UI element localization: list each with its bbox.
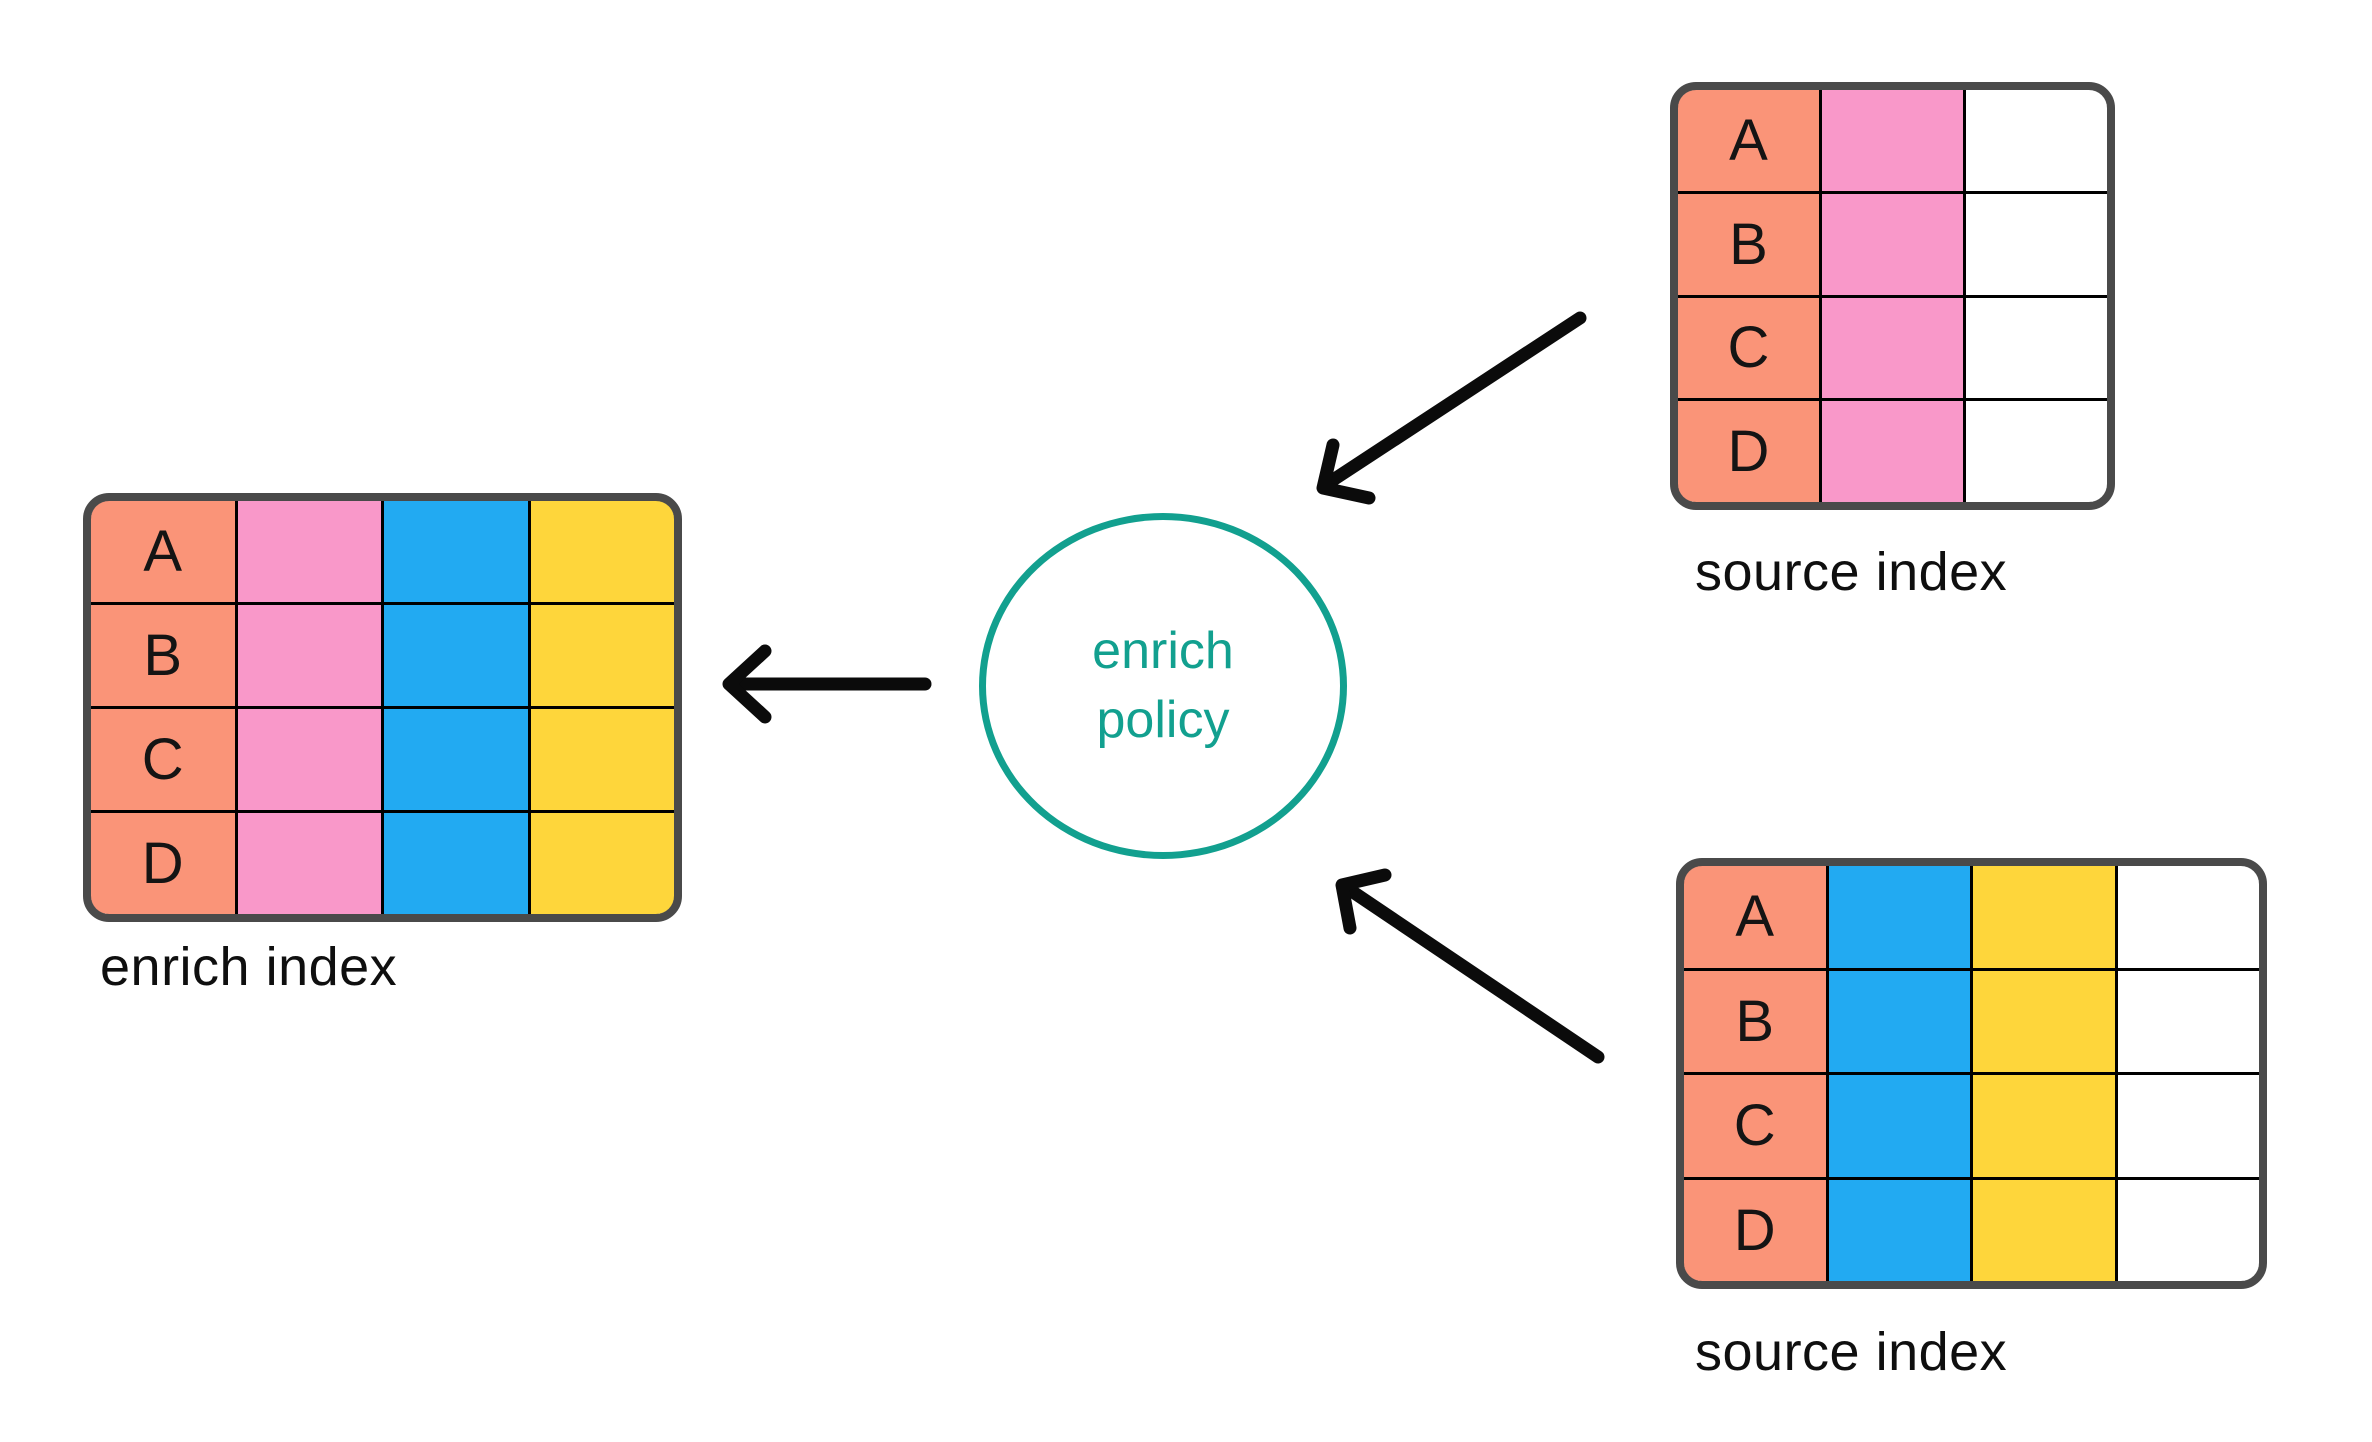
- enrich-index-label: enrich index: [100, 937, 398, 997]
- table-cell: [530, 605, 674, 706]
- table-cell: [237, 813, 381, 914]
- table-cell-row-label: C: [1678, 297, 1819, 399]
- table-cell: [1966, 193, 2107, 295]
- row-label: B: [1729, 211, 1768, 277]
- table-cell: [1973, 1179, 2115, 1281]
- table-cell: [1966, 297, 2107, 399]
- table-cell: [1822, 297, 1963, 399]
- arrow-source-bottom-to-policy: [1335, 868, 1605, 1064]
- enrich-index-grid: A B C D: [91, 501, 674, 914]
- table-cell: [530, 709, 674, 810]
- enrich-policy-node: enrich policy: [979, 513, 1347, 859]
- table-cell: [1828, 866, 1970, 968]
- table-cell: [1973, 1075, 2115, 1177]
- table-cell: [2117, 970, 2259, 1072]
- source-index-bottom-label: source index: [1695, 1322, 2008, 1382]
- table-cell: [1828, 1075, 1970, 1177]
- table-cell-row-label: B: [91, 605, 235, 706]
- table-cell: [1828, 1179, 1970, 1281]
- source-index-top-table: A B C D: [1670, 82, 2115, 510]
- arrowhead-up-left-icon: [1335, 868, 1392, 935]
- table-cell: [1973, 866, 2115, 968]
- enrich-policy-label-line2: policy: [1096, 691, 1230, 749]
- table-cell-row-label: C: [1684, 1075, 1826, 1177]
- source-index-top-grid: A B C D: [1678, 90, 2107, 502]
- table-cell-row-label: C: [91, 709, 235, 810]
- table-cell: [237, 709, 381, 810]
- row-label: A: [1729, 107, 1768, 173]
- row-label: D: [1727, 419, 1770, 485]
- enrich-index-table: A B C D: [83, 493, 682, 922]
- arrow-shaft: [1323, 311, 1587, 489]
- table-cell: [530, 501, 674, 602]
- source-index-bottom-grid: A B C D: [1684, 866, 2259, 1281]
- arrowhead-down-left-icon: [1316, 438, 1376, 505]
- source-index-top-label: source index: [1695, 542, 2008, 602]
- table-cell: [2117, 1075, 2259, 1177]
- source-index-bottom-table: A B C D: [1676, 858, 2267, 1289]
- table-cell-row-label: A: [1684, 866, 1826, 968]
- row-label: A: [143, 519, 183, 584]
- row-label: C: [1727, 315, 1770, 381]
- table-cell: [2117, 1179, 2259, 1281]
- table-cell: [1822, 401, 1963, 502]
- table-cell-row-label: D: [1678, 401, 1819, 502]
- enrich-policy-label-line1: enrich: [1092, 622, 1234, 680]
- table-cell: [384, 813, 528, 914]
- table-cell: [530, 813, 674, 914]
- row-label: B: [143, 623, 183, 688]
- row-label: A: [1735, 884, 1775, 950]
- table-cell-row-label: B: [1684, 970, 1826, 1072]
- table-cell: [384, 501, 528, 602]
- row-label: B: [1735, 988, 1775, 1054]
- table-cell-row-label: A: [1678, 90, 1819, 191]
- table-cell-row-label: B: [1678, 193, 1819, 295]
- row-label: D: [1733, 1197, 1776, 1263]
- table-cell: [1966, 90, 2107, 191]
- table-cell: [2117, 866, 2259, 968]
- arrow-source-top-to-policy: [1316, 311, 1587, 505]
- table-cell: [384, 605, 528, 706]
- row-label: D: [141, 831, 184, 896]
- arrowhead-left-icon: [722, 644, 772, 724]
- table-cell: [237, 605, 381, 706]
- table-cell-row-label: D: [91, 813, 235, 914]
- table-cell: [384, 709, 528, 810]
- table-cell-row-label: A: [91, 501, 235, 602]
- table-cell: [1973, 970, 2115, 1072]
- table-cell: [1828, 970, 1970, 1072]
- arrow-policy-to-enrich-index: [722, 644, 932, 724]
- table-cell-row-label: D: [1684, 1179, 1826, 1281]
- table-cell: [1822, 193, 1963, 295]
- arrow-shaft: [1343, 883, 1605, 1064]
- row-label: C: [141, 727, 184, 792]
- row-label: C: [1733, 1093, 1776, 1159]
- table-cell: [237, 501, 381, 602]
- table-cell: [1822, 90, 1963, 191]
- table-cell: [1966, 401, 2107, 502]
